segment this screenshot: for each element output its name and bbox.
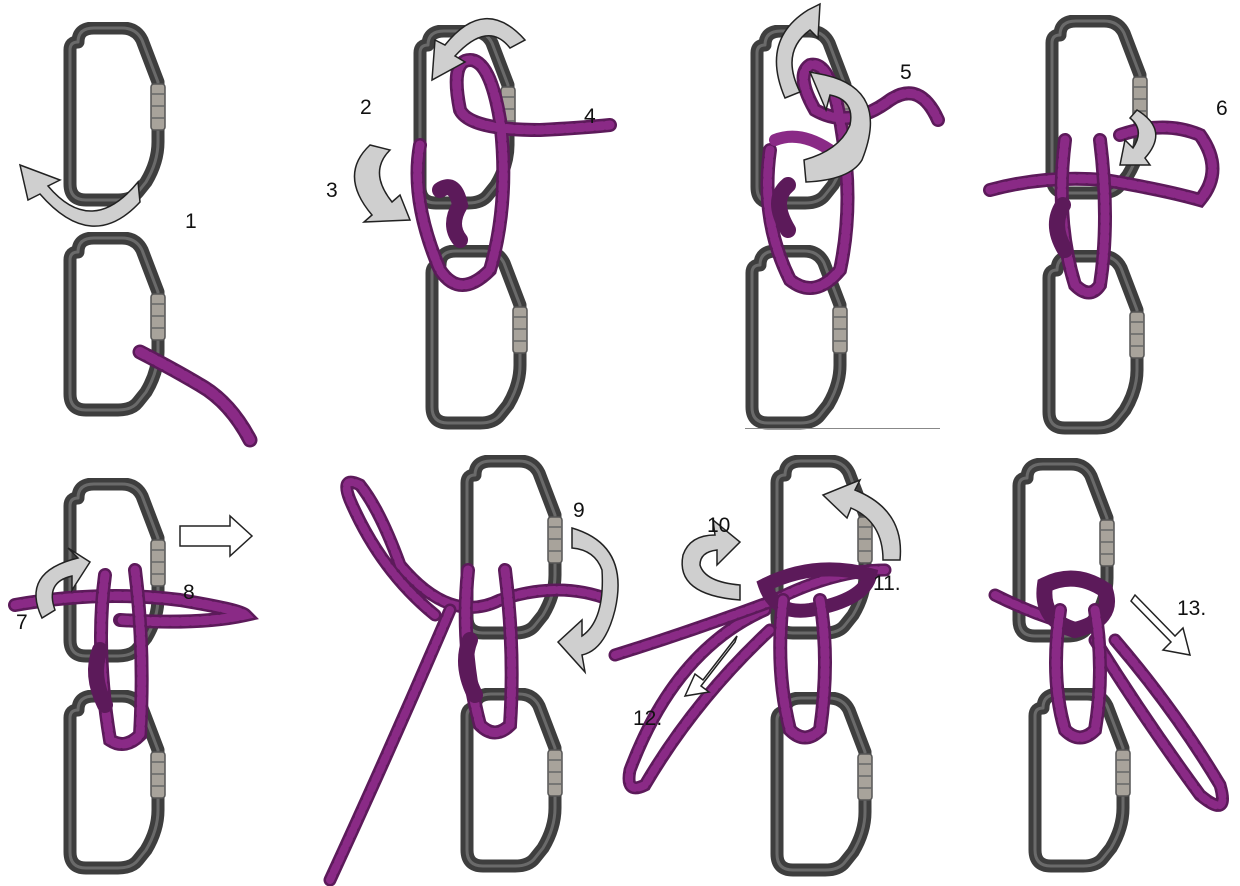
step-label-6: 6: [1216, 97, 1228, 120]
step-label-4: 4: [584, 105, 596, 128]
step-panel-8: 13.: [985, 450, 1240, 886]
straight-arrow-icon: [1130, 593, 1192, 656]
step-label-5: 5: [900, 61, 912, 84]
step-label-13: 13.: [1177, 597, 1207, 620]
rope-icon: [410, 52, 617, 292]
step-label-7: 7: [16, 611, 28, 634]
rope-icon: [132, 344, 258, 448]
step-label-9: 9: [573, 499, 585, 522]
curved-arrow-icon: [18, 163, 141, 227]
step-panel-1: 1: [0, 0, 260, 448]
step-label-1: 1: [185, 210, 197, 233]
curved-arrow-icon: [1119, 109, 1157, 166]
step-label-11: 11.: [873, 572, 901, 595]
rope-icon: [323, 475, 617, 886]
step-panel-6: 9: [320, 450, 620, 886]
step-panel-2: 2 3 4: [320, 0, 620, 445]
curved-arrow-icon: [556, 526, 619, 675]
rope-icon: [608, 562, 892, 795]
step-label-2: 2: [360, 96, 372, 119]
step-label-3: 3: [326, 179, 338, 202]
rope-icon: [760, 57, 945, 295]
curved-arrow-icon: [681, 478, 902, 601]
step-label-12: 12.: [633, 707, 663, 730]
step-panel-4: 6: [983, 0, 1240, 445]
straight-arrow-icon: [683, 635, 738, 697]
curved-arrow-icon: [35, 547, 92, 620]
step-panel-7: 10 11. 12.: [608, 450, 955, 886]
step-label-10: 10: [707, 514, 731, 537]
panel-divider: [745, 428, 940, 429]
curved-arrow-icon: [775, 2, 872, 183]
rope-icon: [983, 120, 1220, 300]
rope-icon: [8, 563, 260, 751]
step-label-8: 8: [183, 581, 195, 604]
step-panel-5: 7 8: [0, 450, 270, 886]
rope-icon: [988, 570, 1229, 812]
step-panel-3: 5: [740, 0, 945, 445]
straight-arrow-icon: [179, 514, 254, 558]
curved-arrow-icon: [353, 17, 527, 223]
